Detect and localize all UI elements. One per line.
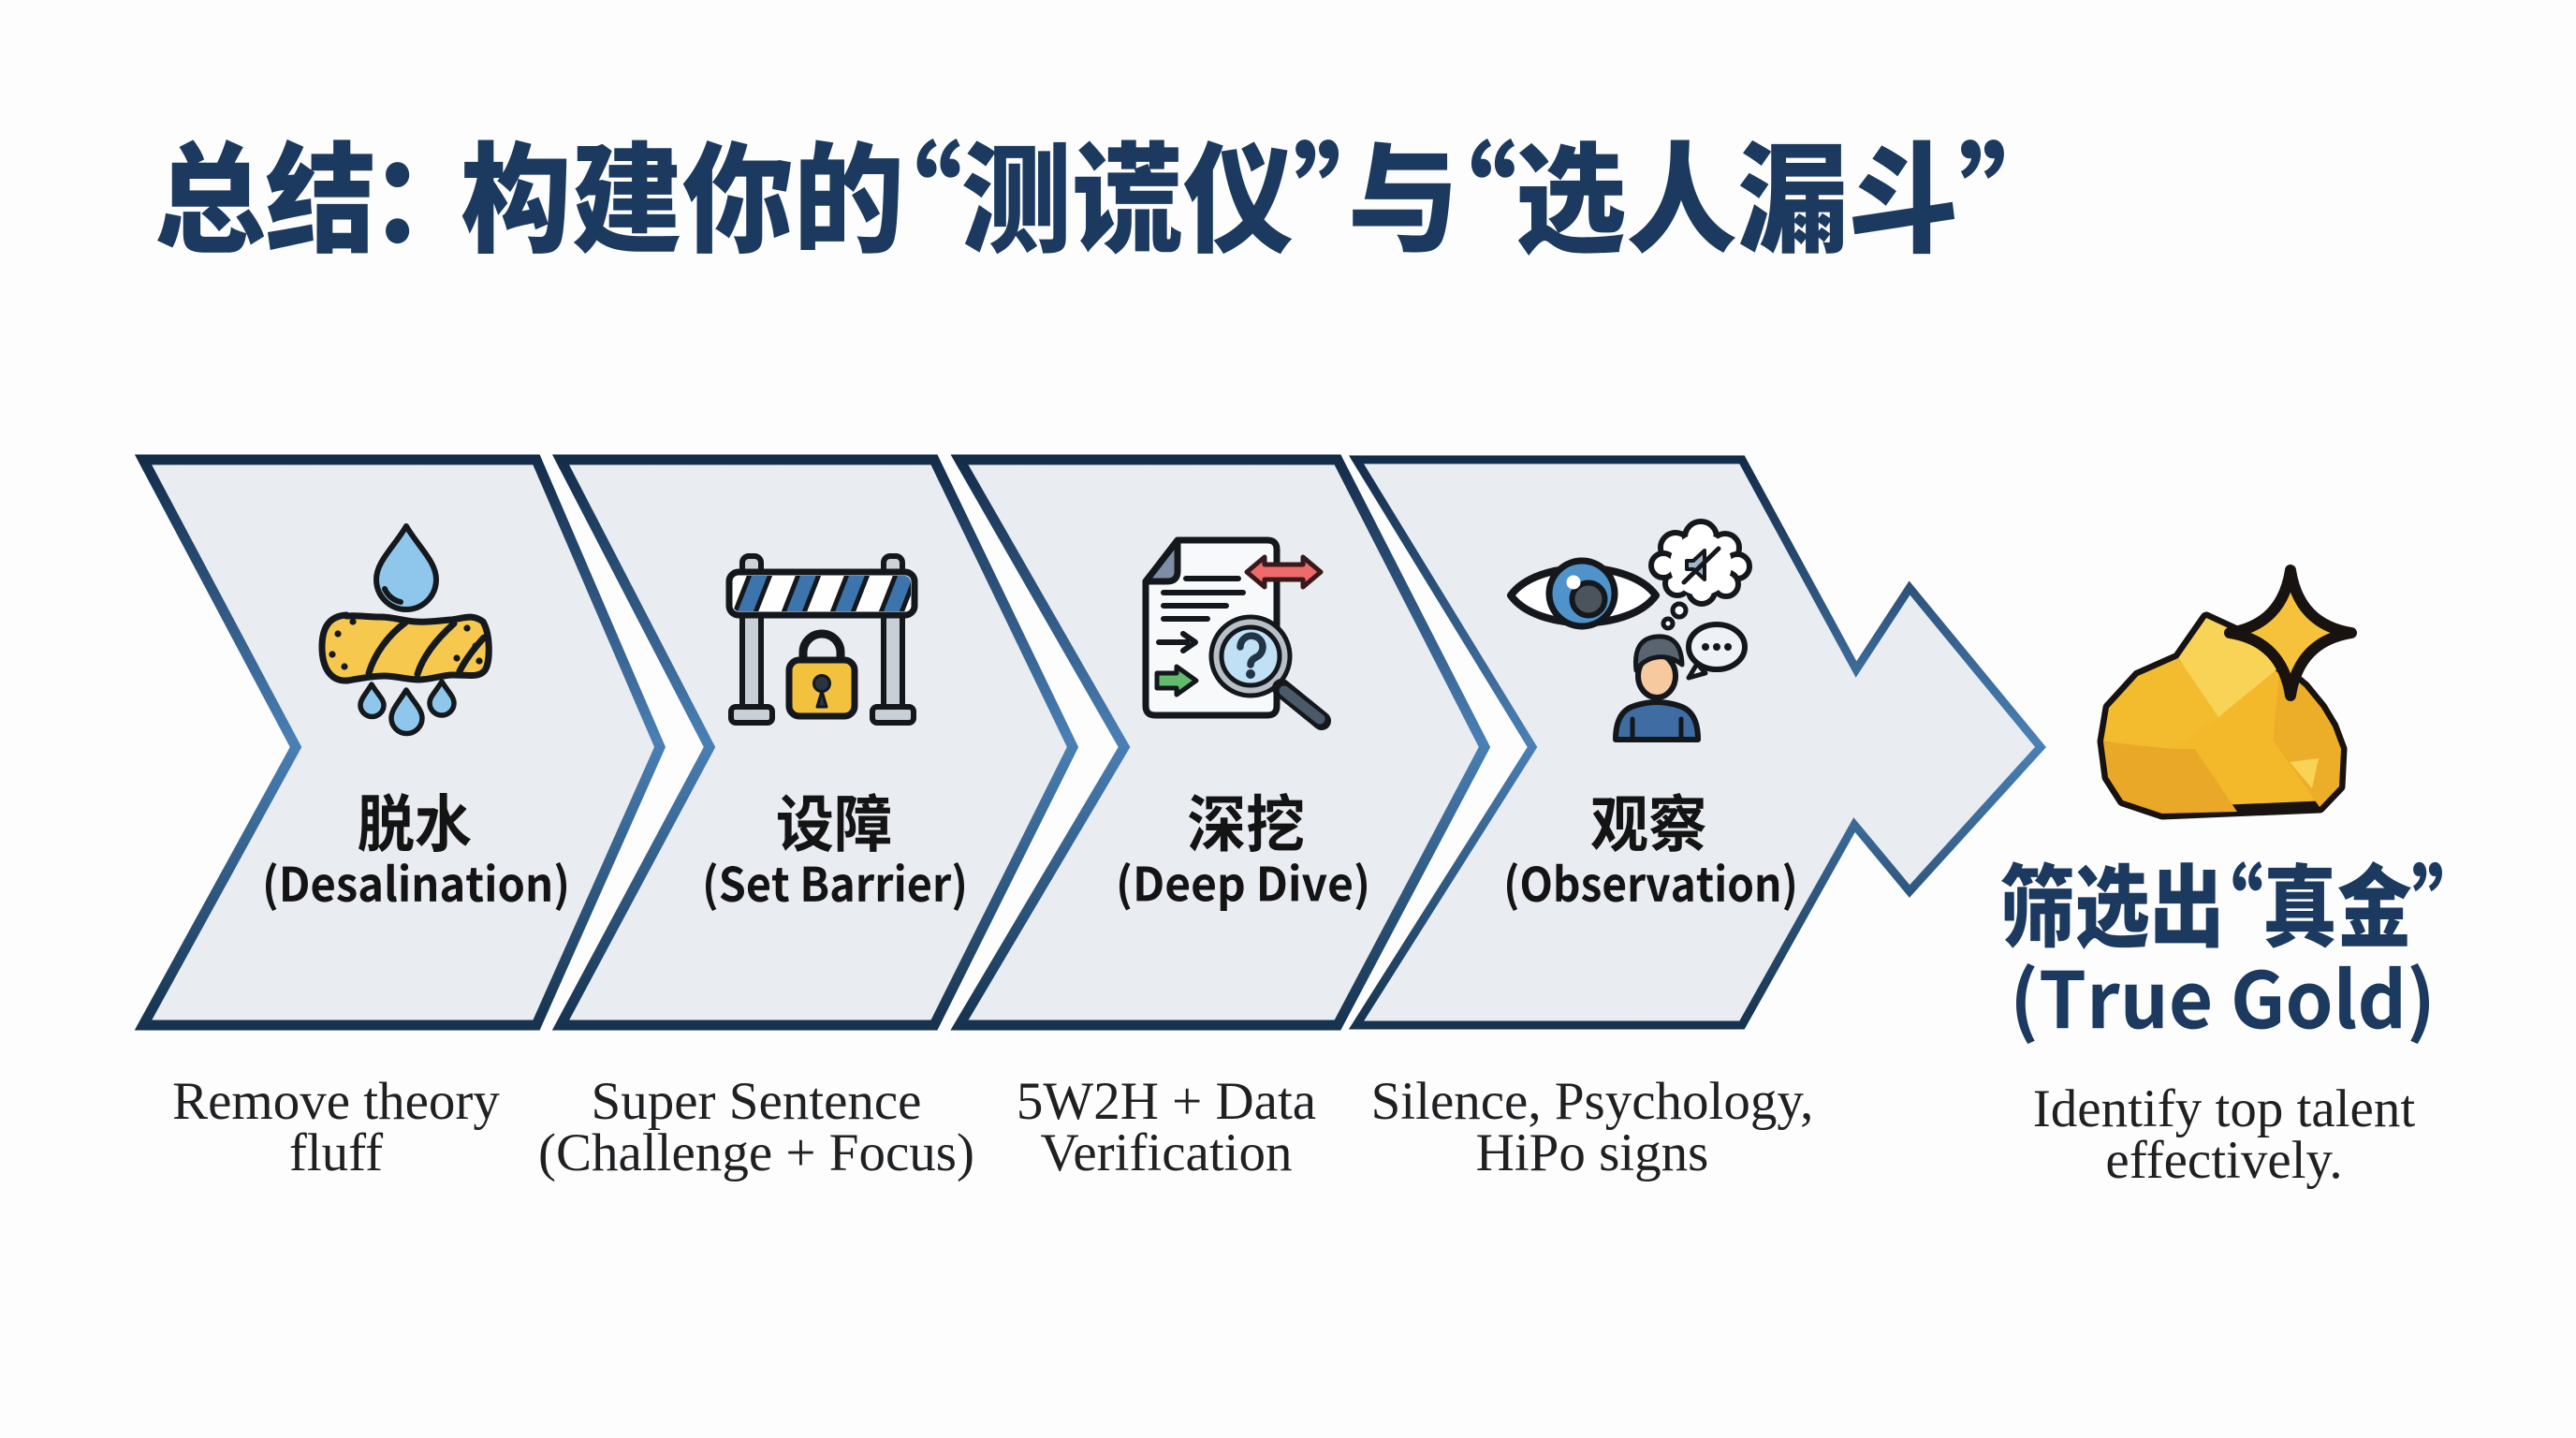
svg-text:HiPo signs: HiPo signs xyxy=(1476,1123,1709,1182)
svg-text:fluff: fluff xyxy=(289,1123,383,1182)
svg-text:(Challenge + Focus): (Challenge + Focus) xyxy=(538,1123,974,1182)
svg-text:Super Sentence: Super Sentence xyxy=(592,1072,922,1131)
svg-text:Remove theory: Remove theory xyxy=(172,1072,500,1131)
svg-text:effectively.: effectively. xyxy=(2105,1131,2342,1190)
svg-text:Identify top talent: Identify top talent xyxy=(2033,1079,2416,1138)
svg-text:5W2H + Data: 5W2H + Data xyxy=(1017,1072,1316,1131)
svg-text:Verification: Verification xyxy=(1040,1123,1292,1182)
svg-text:Silence, Psychology,: Silence, Psychology, xyxy=(1371,1072,1814,1131)
